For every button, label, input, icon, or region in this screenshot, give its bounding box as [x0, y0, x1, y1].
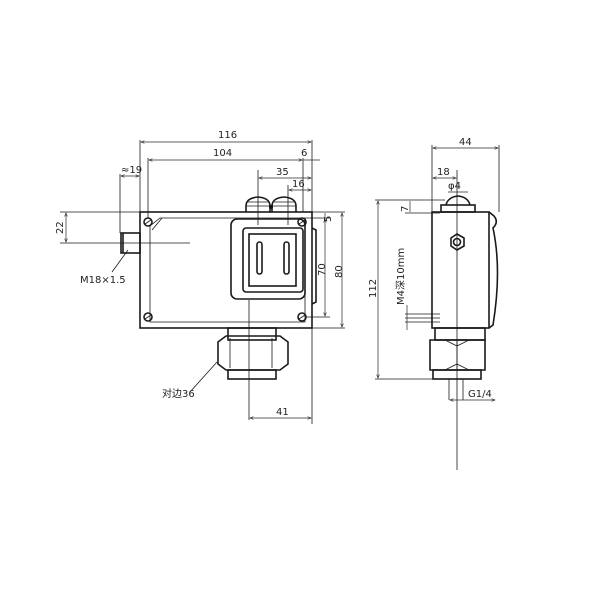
thread-label: M18×1.5	[80, 275, 126, 286]
dim-70: 70	[317, 263, 328, 276]
dim-22: 22	[55, 221, 66, 234]
mount-thread-label: M4深10mm	[395, 248, 407, 305]
dim-41: 41	[276, 407, 289, 418]
dim-104: 104	[213, 148, 232, 159]
hex-nut	[217, 335, 289, 371]
hex-label: 对边36	[162, 387, 195, 400]
port-thread-label: G1/4	[468, 389, 492, 400]
dim-116: 116	[218, 130, 237, 141]
dim-7: 7	[400, 206, 411, 212]
dim-6: 6	[301, 148, 307, 159]
cable-gland	[245, 196, 297, 212]
slot	[283, 241, 290, 275]
dim-16: 16	[292, 179, 305, 190]
side-hex-nut	[429, 339, 486, 371]
housing-outline	[139, 211, 313, 329]
side-housing	[431, 211, 490, 329]
dim-18: 18	[437, 167, 450, 178]
side-view: 44 18 φ4 7 112 M4深10mm G1/4	[368, 137, 500, 470]
dim-phi4: φ4	[448, 181, 461, 192]
dim-5: 5	[323, 216, 334, 222]
dim-19: ≈19	[121, 165, 142, 176]
display-window-frame	[230, 218, 306, 300]
slot	[256, 241, 263, 275]
dim-44: 44	[459, 137, 472, 148]
dim-80: 80	[334, 265, 345, 278]
dim-112: 112	[368, 279, 379, 298]
front-view: 116 104 6 35 16 ≈19 22 M18×1.5 5 70 80 对…	[55, 130, 345, 424]
dim-35: 35	[276, 167, 289, 178]
